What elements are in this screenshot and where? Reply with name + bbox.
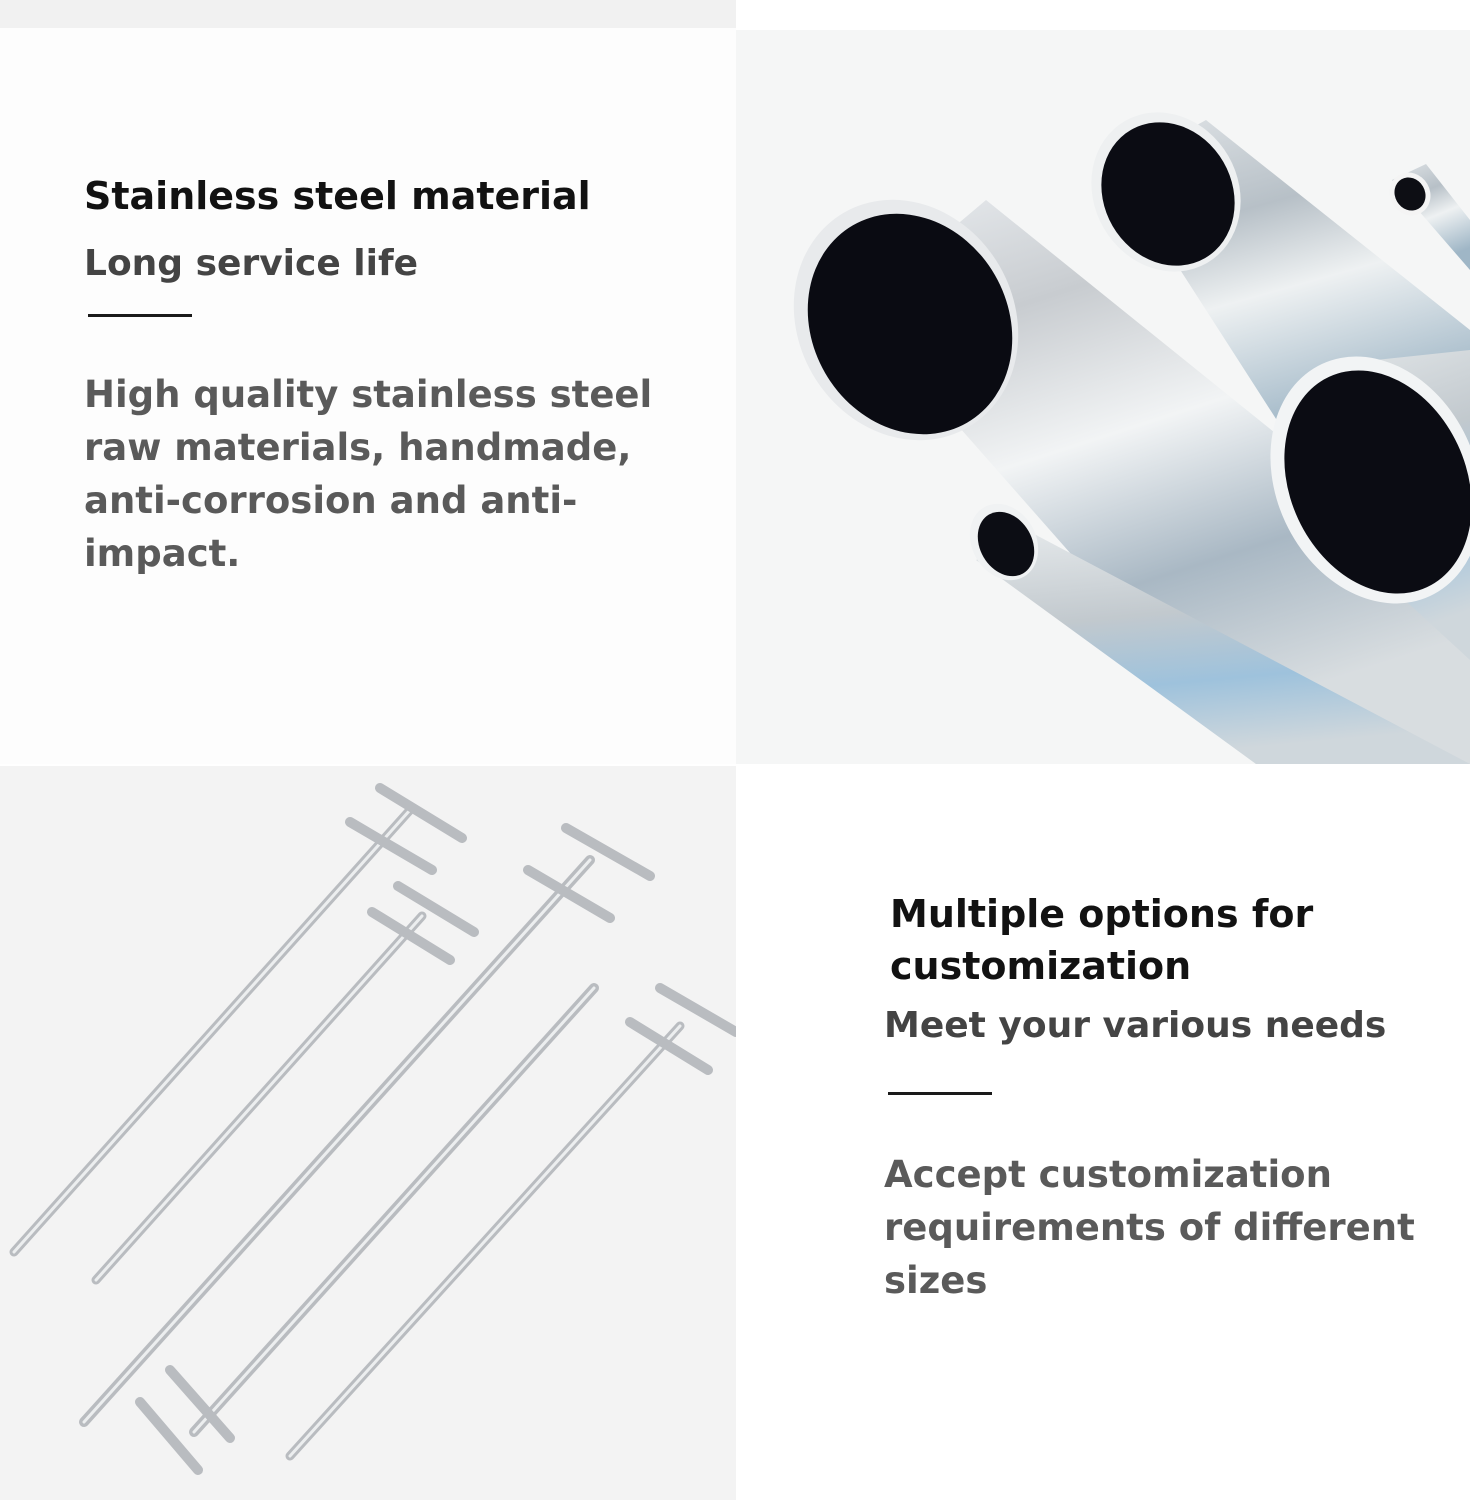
material-info-panel: Stainless steel material Long service li…	[0, 28, 736, 764]
customization-description: Accept customization requirements of dif…	[884, 1153, 1415, 1302]
customization-subtitle: Meet your various needs	[884, 1005, 1387, 1046]
material-subtitle: Long service life	[84, 243, 419, 284]
customization-divider	[888, 1092, 992, 1095]
pipes-image	[736, 30, 1470, 764]
steel-stakes-illustration	[9, 783, 736, 1475]
stainless-pipes-illustration	[793, 112, 1470, 764]
stake-2	[91, 881, 479, 1285]
stake-3	[79, 823, 655, 1427]
material-divider	[88, 314, 192, 317]
material-description: High quality stainless steel raw materia…	[84, 373, 653, 575]
pipe-large	[793, 199, 1470, 764]
stake-4	[135, 983, 599, 1475]
customization-title: Multiple options for customization	[890, 892, 1314, 988]
pipe-right	[1270, 350, 1470, 660]
top-strip	[0, 0, 736, 28]
stake-5	[285, 983, 736, 1461]
small-pipe-far	[1389, 164, 1470, 270]
material-title: Stainless steel material	[84, 174, 591, 218]
small-pipe-front	[969, 503, 1470, 764]
customization-info-panel: Multiple options for customization Meet …	[736, 766, 1476, 1500]
stakes-image	[0, 766, 736, 1500]
stake-1	[9, 783, 467, 1257]
